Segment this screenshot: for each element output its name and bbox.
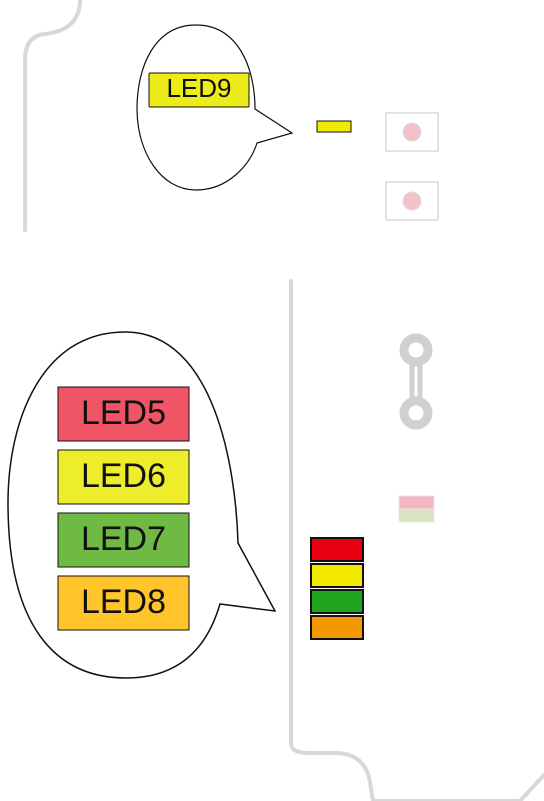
- top-button-2-dot: [402, 191, 422, 211]
- led5-board-led: [310, 537, 364, 562]
- led7-label-box: [57, 512, 190, 568]
- top-board-outline: [23, 0, 82, 232]
- led6-label-box: [57, 449, 190, 505]
- faint-led-chip-top: [398, 495, 435, 510]
- main-board-outline: [289, 279, 544, 801]
- top-button-1-dot: [402, 122, 422, 142]
- led8-label: LED8: [81, 583, 166, 621]
- led7-board-led: [310, 589, 364, 614]
- led5-label-box: [57, 386, 190, 442]
- led9-label-box: [148, 72, 250, 108]
- led7-label: LED7: [81, 520, 166, 558]
- led8-label-box: [57, 575, 190, 631]
- faint-led-chip-bottom: [398, 508, 435, 523]
- led9-label: LED9: [166, 73, 231, 103]
- led6-board-led: [310, 563, 364, 588]
- led6-label: LED6: [81, 457, 166, 495]
- led9-board-led: [316, 120, 352, 133]
- led5-label: LED5: [81, 394, 166, 432]
- connector-component: [399, 333, 433, 430]
- led8-board-led: [310, 615, 364, 640]
